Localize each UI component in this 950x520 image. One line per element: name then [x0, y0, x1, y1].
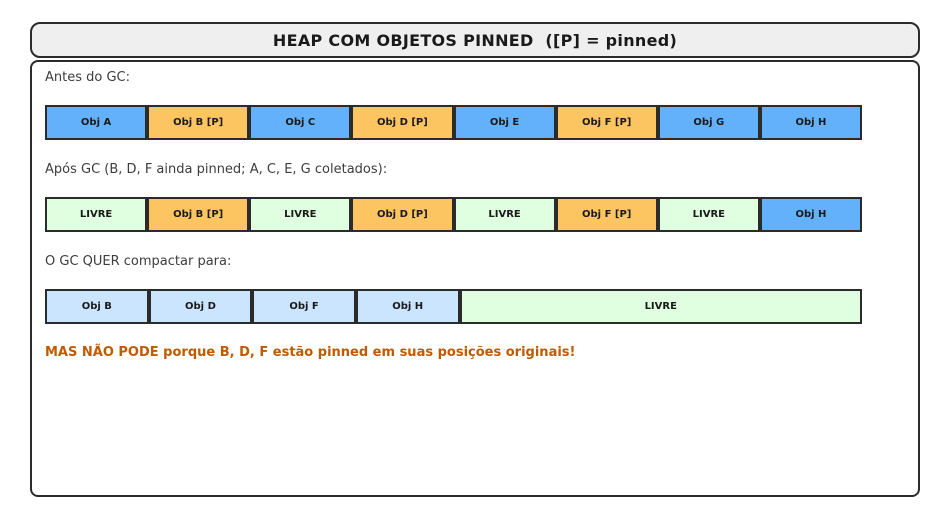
heap-cell: Obj G: [657, 105, 760, 140]
heap-cell: LIVRE: [249, 197, 352, 232]
heap-cell: Obj B [P]: [147, 197, 250, 232]
heap-cell: Obj B: [45, 289, 149, 324]
warning-text: MAS NÃO PODE porque B, D, F estão pinned…: [45, 345, 576, 360]
heap-cell: Obj B [P]: [147, 105, 250, 140]
heap-cell: LIVRE: [459, 289, 862, 324]
diagram-title: HEAP COM OBJETOS PINNED ([P] = pinned): [30, 22, 920, 58]
heap-cell: Obj H: [759, 197, 862, 232]
heap-cell: Obj F [P]: [555, 197, 658, 232]
heap-cell: Obj C: [249, 105, 352, 140]
heap-cell: LIVRE: [45, 197, 148, 232]
section-label-before-gc: Antes do GC:: [45, 70, 131, 85]
section-label-after-gc: Após GC (B, D, F ainda pinned; A, C, E, …: [45, 162, 388, 177]
heap-cell: Obj F: [252, 289, 356, 324]
heap-cell: Obj H: [355, 289, 460, 324]
heap-cell: Obj D: [148, 289, 253, 324]
heap-cell: Obj A: [45, 105, 148, 140]
heap-cell: LIVRE: [453, 197, 556, 232]
heap-cell: Obj D [P]: [351, 105, 454, 140]
section-label-compact-goal: O GC QUER compactar para:: [45, 254, 232, 269]
heap-cell: Obj D [P]: [351, 197, 454, 232]
heap-cell: Obj E: [453, 105, 556, 140]
heap-cell: Obj F [P]: [555, 105, 658, 140]
heap-cell: Obj H: [759, 105, 862, 140]
heap-cell: LIVRE: [657, 197, 760, 232]
